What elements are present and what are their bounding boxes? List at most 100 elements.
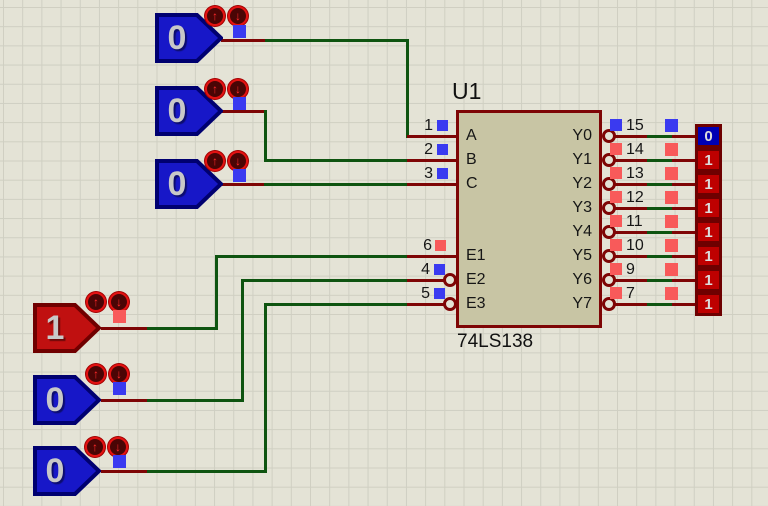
- logicstate-input-e1[interactable]: 1: [33, 303, 101, 353]
- toggle-up-icon[interactable]: ↑: [205, 151, 225, 171]
- wire-e3-v: [264, 303, 267, 473]
- toggle-down-icon[interactable]: ↓: [228, 151, 248, 171]
- ic-pin-label-e1: E1: [466, 247, 486, 264]
- pin-state-indicator: [610, 215, 622, 227]
- wire-e1-v: [215, 255, 218, 330]
- wire-c-stub: [221, 183, 265, 186]
- pin-number-4: 4: [421, 261, 430, 278]
- state-indicator: [113, 310, 126, 323]
- pin13-stub: [615, 183, 648, 186]
- pin-number-14: 14: [626, 141, 644, 158]
- pin-number-5: 5: [421, 285, 430, 302]
- pin1-stub: [407, 135, 457, 138]
- probe-stub-y0: [672, 135, 696, 138]
- wire-e2-h2: [241, 279, 409, 282]
- up-arrow-icon: ↑: [212, 82, 218, 96]
- toggle-down-icon[interactable]: ↓: [109, 292, 129, 312]
- wire-e2-v: [241, 279, 244, 402]
- wire-y5: [647, 255, 673, 258]
- wire-state-indicator: [665, 143, 678, 156]
- down-arrow-icon: ↓: [235, 154, 241, 168]
- state-indicator: [233, 25, 246, 38]
- toggle-up-icon[interactable]: ↑: [205, 79, 225, 99]
- ic-reference: U1: [452, 78, 482, 104]
- state-indicator: [113, 382, 126, 395]
- pin-state-indicator: [610, 239, 622, 251]
- pin11-stub: [615, 231, 648, 234]
- pin-state-indicator: [437, 168, 448, 179]
- logicstate-input-c[interactable]: 0: [155, 159, 223, 209]
- inversion-bubble-y3: [602, 201, 616, 215]
- wire-b-stub: [221, 110, 266, 113]
- wire-state-indicator: [665, 119, 678, 132]
- pin-state-indicator: [610, 191, 622, 203]
- toggle-up-icon[interactable]: ↑: [85, 437, 105, 457]
- pin-state-indicator: [610, 119, 622, 131]
- inversion-bubble-y4: [602, 225, 616, 239]
- toggle-down-icon[interactable]: ↓: [228, 6, 248, 26]
- ic-74ls138-body[interactable]: [456, 110, 602, 328]
- wire-e3-h1: [147, 470, 267, 473]
- wire-e1-h1: [147, 327, 217, 330]
- logicstate-input-a[interactable]: 0: [155, 13, 223, 63]
- logicstate-value: 0: [167, 19, 187, 57]
- toggle-down-icon[interactable]: ↓: [109, 364, 129, 384]
- logicstate-value: 0: [45, 381, 65, 419]
- pin5-stub: [407, 303, 445, 306]
- wire-a-h: [265, 39, 409, 42]
- pin12-stub: [615, 207, 648, 210]
- wire-a-v: [406, 39, 409, 138]
- toggle-up-icon[interactable]: ↑: [86, 292, 106, 312]
- probe-value: 1: [704, 223, 713, 241]
- logicstate-input-b[interactable]: 0: [155, 86, 223, 136]
- toggle-down-icon[interactable]: ↓: [108, 437, 128, 457]
- pin-number-10: 10: [626, 237, 644, 254]
- pin6-stub: [407, 255, 457, 258]
- toggle-down-icon[interactable]: ↓: [228, 79, 248, 99]
- state-indicator: [233, 97, 246, 110]
- inversion-bubble-y2: [602, 177, 616, 191]
- pin4-stub: [407, 279, 445, 282]
- toggle-up-icon[interactable]: ↑: [205, 6, 225, 26]
- probe-value: 1: [704, 295, 713, 313]
- ic-pin-label-e2: E2: [466, 271, 486, 288]
- probe-value: 1: [704, 175, 713, 193]
- down-arrow-icon: ↓: [116, 295, 122, 309]
- state-indicator: [113, 455, 126, 468]
- wire-e3-stub: [101, 470, 148, 473]
- inversion-bubble-e2: [443, 273, 457, 287]
- up-arrow-icon: ↑: [93, 295, 99, 309]
- pin-number-1: 1: [424, 117, 433, 134]
- pin-number-11: 11: [626, 213, 643, 230]
- logicstate-input-e2[interactable]: 0: [33, 375, 101, 425]
- toggle-up-icon[interactable]: ↑: [86, 364, 106, 384]
- wire-y1: [647, 159, 673, 162]
- pin-state-indicator: [610, 143, 622, 155]
- logic-probe-y6: 1: [695, 268, 722, 292]
- pin-state-indicator: [437, 120, 448, 131]
- pin-number-13: 13: [626, 165, 644, 182]
- probe-value: 1: [704, 199, 713, 217]
- pin-number-6: 6: [423, 237, 432, 254]
- ic-part-number: 74LS138: [457, 331, 534, 352]
- inversion-bubble-y5: [602, 249, 616, 263]
- inversion-bubble-y1: [602, 153, 616, 167]
- wire-state-indicator: [665, 191, 678, 204]
- inversion-bubble-e3: [443, 297, 457, 311]
- logicstate-shape: [155, 13, 223, 63]
- ic-pin-label-y2: Y2: [572, 175, 592, 192]
- wire-e3-h2: [264, 303, 409, 306]
- wire-b-h: [264, 159, 409, 162]
- pin-number-2: 2: [424, 141, 433, 158]
- pin-number-12: 12: [626, 189, 644, 206]
- logic-probe-y5: 1: [695, 244, 722, 268]
- pin3-stub: [407, 183, 457, 186]
- inversion-bubble-y6: [602, 273, 616, 287]
- wire-y2: [647, 183, 673, 186]
- logic-probe-y2: 1: [695, 172, 722, 196]
- logicstate-input-e3[interactable]: 0: [33, 446, 101, 496]
- pin-state-indicator: [437, 144, 448, 155]
- pin-state-indicator: [434, 264, 445, 275]
- state-indicator: [233, 169, 246, 182]
